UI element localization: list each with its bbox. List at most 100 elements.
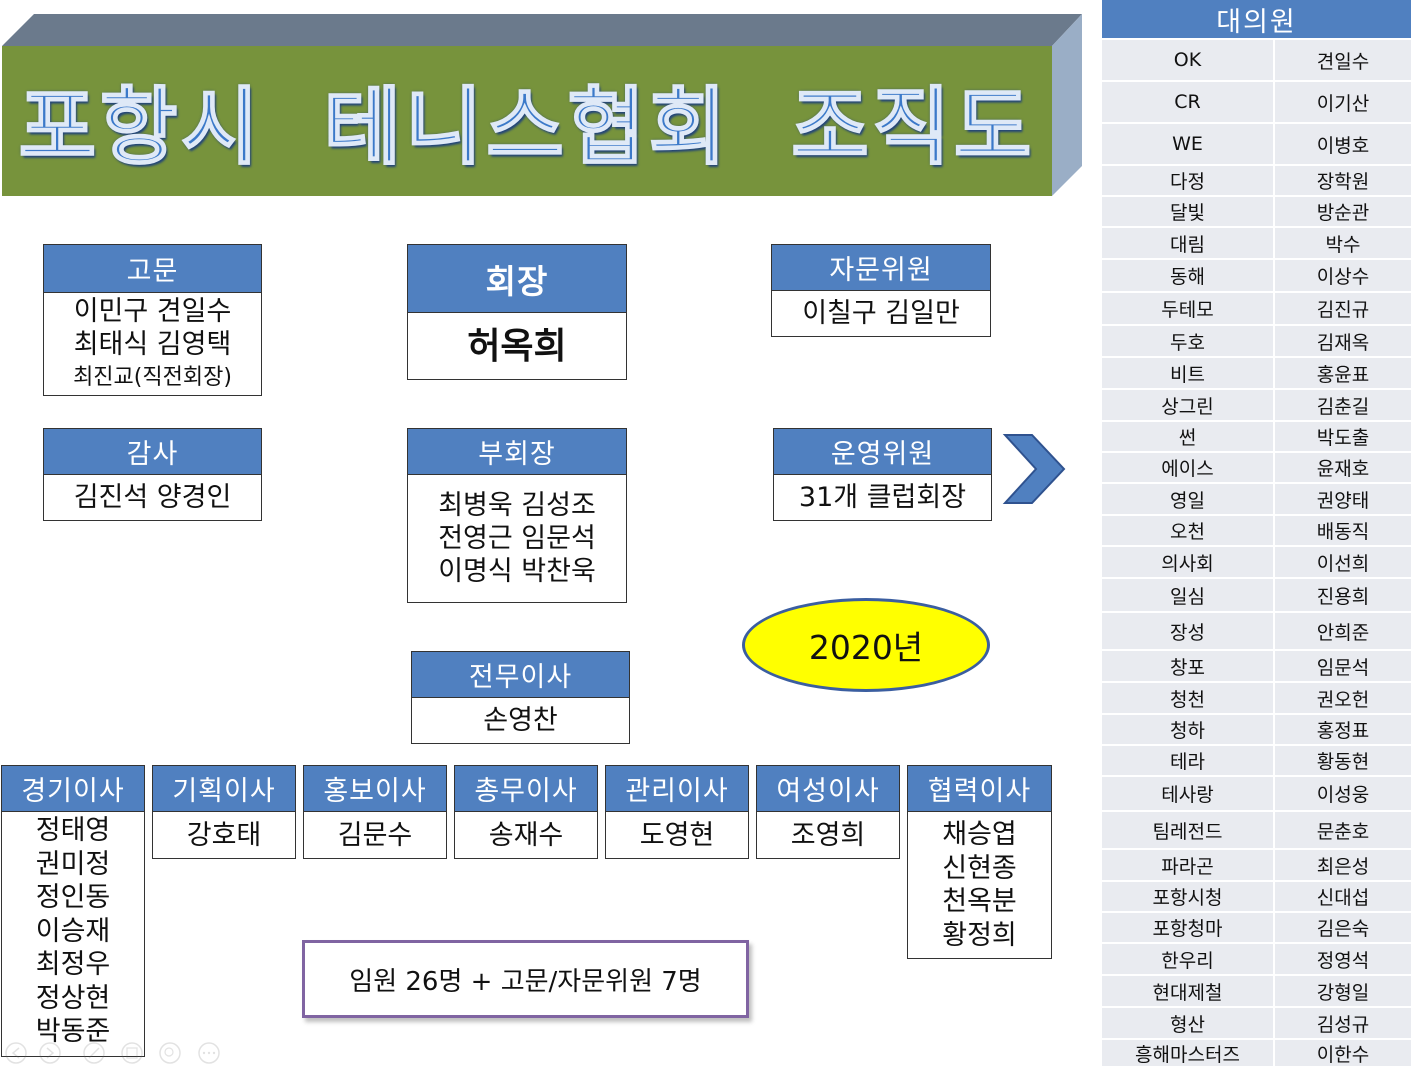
director-names: 도영현 — [606, 812, 748, 858]
delegate-name: 정영석 — [1275, 944, 1411, 974]
director-name: 권미정 — [35, 848, 111, 880]
advisor-name-line: 최진교(직전회장) — [73, 364, 232, 390]
director-box-planning: 기획이사 강호태 — [152, 765, 296, 859]
slide-controls — [5, 1042, 220, 1064]
executive-director-box: 전무이사 손영찬 — [411, 651, 630, 744]
delegate-name: 김은숙 — [1275, 913, 1411, 942]
delegate-club: 일심 — [1102, 579, 1273, 611]
delegate-name: 강형일 — [1275, 976, 1411, 1006]
delegate-name: 신대섭 — [1275, 882, 1411, 911]
pen-icon — [83, 1042, 105, 1064]
more-icon — [198, 1042, 220, 1064]
delegate-club: 테사랑 — [1102, 777, 1273, 810]
delegate-club: 현대제철 — [1102, 976, 1273, 1006]
banner-shape — [2, 14, 1082, 196]
delegate-club: 영일 — [1102, 484, 1273, 514]
director-name: 정상현 — [35, 982, 111, 1014]
delegate-club: 의사회 — [1102, 547, 1273, 577]
delegate-club: 두호 — [1102, 326, 1273, 356]
auditors-names: 김진석 양경인 — [44, 475, 261, 520]
advisors-names: 이민구 견일수 최태식 김영택 최진교(직전회장) — [44, 293, 261, 395]
director-header: 관리이사 — [606, 766, 748, 812]
delegate-name: 윤재호 — [1275, 453, 1411, 482]
director-names: 정태영 권미정 정인동 이승재 최정우 정상현 박동준 — [2, 812, 144, 1058]
director-box-general: 총무이사 송재수 — [454, 765, 598, 859]
delegate-name: 김성규 — [1275, 1008, 1411, 1038]
delegate-name: 이병호 — [1275, 124, 1411, 164]
director-names: 강호태 — [153, 812, 295, 858]
president-name-text: 허옥희 — [467, 325, 567, 367]
counselors-box: 자문위원 이칠구 김일만 — [771, 244, 991, 337]
delegate-club: 청하 — [1102, 715, 1273, 744]
delegate-club: OK — [1102, 40, 1273, 80]
director-names: 송재수 — [455, 812, 597, 858]
delegate-name: 김재옥 — [1275, 326, 1411, 356]
delegate-name: 홍정표 — [1275, 715, 1411, 744]
director-header: 협력이사 — [908, 766, 1051, 812]
director-box-management: 관리이사 도영현 — [605, 765, 749, 859]
director-header: 경기이사 — [2, 766, 144, 812]
vice-president-header: 부회장 — [408, 429, 626, 475]
delegate-name: 장학원 — [1275, 166, 1411, 195]
steering-box: 운영위원 31개 클럽회장 — [773, 428, 992, 521]
delegate-name: 안희준 — [1275, 613, 1411, 649]
director-name: 천옥분 — [942, 886, 1017, 917]
director-box-cooperation: 협력이사 채승엽 신현종 천옥분 황정희 — [907, 765, 1052, 959]
delegate-club: 상그린 — [1102, 390, 1273, 420]
delegate-name: 이상수 — [1275, 260, 1411, 291]
delegate-club: 형산 — [1102, 1008, 1273, 1038]
auditors-box: 감사 김진석 양경인 — [43, 428, 262, 521]
delegate-club: WE — [1102, 124, 1273, 164]
delegate-club: 썬 — [1102, 422, 1273, 451]
counselor-name-line: 이칠구 김일만 — [802, 298, 960, 329]
delegate-name: 방순관 — [1275, 197, 1411, 226]
vice-president-name-line: 이명식 박찬욱 — [438, 556, 596, 587]
director-name: 강호태 — [186, 819, 262, 851]
delegate-name: 권오헌 — [1275, 683, 1411, 713]
delegate-name: 진용희 — [1275, 579, 1411, 611]
delegate-club: 포항시청 — [1102, 882, 1273, 911]
director-names: 김문수 — [304, 812, 446, 858]
advisor-name-line: 이민구 견일수 — [73, 295, 232, 327]
delegate-name: 홍윤표 — [1275, 358, 1411, 388]
delegate-club: CR — [1102, 82, 1273, 122]
delegate-club: 한우리 — [1102, 944, 1273, 974]
delegate-club: 에이스 — [1102, 453, 1273, 482]
president-header: 회장 — [408, 245, 626, 313]
delegate-name: 이성웅 — [1275, 777, 1411, 810]
advisors-header: 고문 — [44, 245, 261, 293]
director-name: 최정우 — [35, 949, 111, 980]
vice-president-name-line: 최병욱 김성조 — [438, 490, 596, 521]
director-box-pr: 홍보이사 김문수 — [303, 765, 447, 859]
delegate-name: 임문석 — [1275, 651, 1411, 681]
year-badge: 2020년 — [742, 598, 990, 692]
director-box-games: 경기이사 정태영 권미정 정인동 이승재 최정우 정상현 박동준 — [1, 765, 145, 1057]
director-header: 총무이사 — [455, 766, 597, 812]
director-name: 이승재 — [35, 915, 111, 947]
delegate-club: 대림 — [1102, 228, 1273, 258]
director-names: 조영희 — [757, 812, 899, 858]
auditor-name-line: 김진석 양경인 — [73, 482, 232, 513]
delegate-name: 이선희 — [1275, 547, 1411, 577]
director-name: 신현종 — [942, 852, 1017, 884]
director-header: 여성이사 — [757, 766, 899, 812]
